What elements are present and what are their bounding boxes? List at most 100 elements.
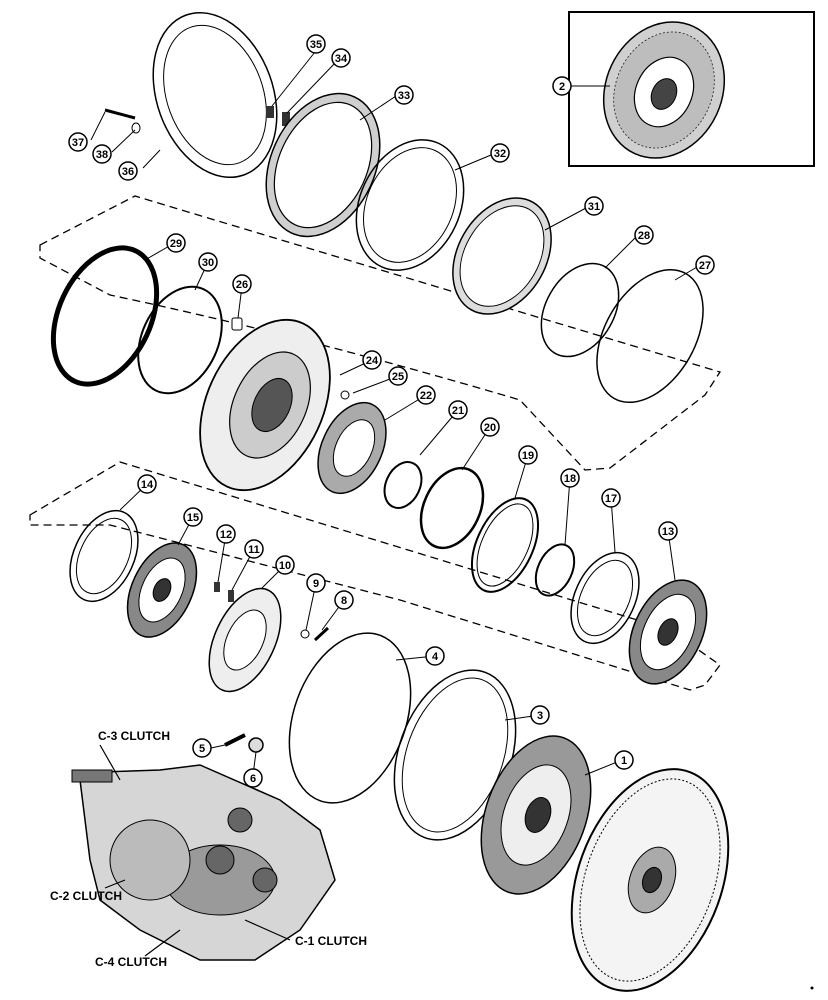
svg-text:10: 10 <box>279 560 291 572</box>
svg-text:3: 3 <box>537 710 543 722</box>
svg-text:20: 20 <box>484 422 496 434</box>
part-21-ring <box>383 461 423 509</box>
callout-8: 8 <box>334 590 354 610</box>
callout-10: 10 <box>275 555 295 575</box>
svg-text:25: 25 <box>392 371 404 383</box>
callout-20: 20 <box>480 417 500 437</box>
svg-text:11: 11 <box>248 544 260 556</box>
svg-text:29: 29 <box>170 238 182 250</box>
callout-35: 35 <box>306 34 326 54</box>
callout-9: 9 <box>306 573 326 593</box>
part-33-friction-plate <box>265 92 381 238</box>
callout-18: 18 <box>560 468 580 488</box>
c1-clutch-label: C-1 CLUTCH <box>295 934 367 948</box>
svg-text:14: 14 <box>141 479 154 491</box>
callout-25: 25 <box>388 366 408 386</box>
svg-text:30: 30 <box>202 257 214 269</box>
part-6-nut <box>248 737 264 753</box>
part-27-ring <box>596 268 704 404</box>
callout-14: 14 <box>137 474 157 494</box>
svg-text:15: 15 <box>187 512 199 524</box>
callout-1: 1 <box>614 750 634 770</box>
svg-text:37: 37 <box>72 137 84 149</box>
svg-text:12: 12 <box>220 529 232 541</box>
part-19-ring <box>470 497 540 593</box>
part-32-separator-plate <box>355 139 465 271</box>
svg-text:5: 5 <box>199 743 205 755</box>
corner-dot <box>810 986 814 990</box>
callout-27: 27 <box>695 255 715 275</box>
callout-11: 11 <box>244 539 264 559</box>
part-14-plate <box>69 509 139 603</box>
part-19-inner <box>476 503 534 587</box>
part-4-plate <box>288 632 412 804</box>
part-31-plate <box>452 197 552 315</box>
part-38-washer <box>131 122 141 134</box>
svg-text:22: 22 <box>420 390 432 402</box>
leader-lines <box>90 51 698 776</box>
callout-38: 38 <box>92 144 112 164</box>
svg-text:17: 17 <box>605 493 617 505</box>
transmission-assembly <box>71 764 336 961</box>
c3-clutch-label: C-3 CLUTCH <box>98 729 170 743</box>
callout-3: 3 <box>530 705 550 725</box>
svg-text:19: 19 <box>522 450 534 462</box>
svg-text:1: 1 <box>621 755 627 767</box>
upper-group-outline <box>39 195 722 471</box>
callout-36: 36 <box>118 161 138 181</box>
part-25-ball <box>340 390 350 400</box>
part-34-spring <box>282 112 290 126</box>
callout-2: 2 <box>552 76 572 96</box>
callout-21: 21 <box>448 400 468 420</box>
part-20-ring <box>419 466 485 550</box>
part-35-spring <box>266 106 274 118</box>
callout-28: 28 <box>634 225 654 245</box>
part-17-separator-plate <box>570 551 640 645</box>
part-13-friction-disc <box>628 579 708 685</box>
svg-text:28: 28 <box>638 230 650 242</box>
svg-text:34: 34 <box>335 53 348 65</box>
part-9-washer <box>300 629 310 639</box>
callout-34: 34 <box>331 48 351 68</box>
part-11-spring <box>228 590 234 602</box>
svg-text:33: 33 <box>398 90 410 102</box>
svg-text:2: 2 <box>559 81 565 93</box>
callout-6: 6 <box>243 768 263 788</box>
callout-29: 29 <box>166 233 186 253</box>
c4-clutch-label: C-4 CLUTCH <box>95 955 167 969</box>
part-28-ring <box>540 262 620 358</box>
part-24-housing <box>199 318 331 492</box>
svg-text:24: 24 <box>366 355 379 367</box>
part-10-plate <box>208 587 282 693</box>
svg-text:32: 32 <box>494 148 506 160</box>
svg-text:21: 21 <box>452 405 464 417</box>
svg-text:31: 31 <box>588 201 600 213</box>
svg-text:8: 8 <box>341 595 347 607</box>
callout-22: 22 <box>416 385 436 405</box>
callout-24: 24 <box>362 350 382 370</box>
svg-text:9: 9 <box>313 578 319 590</box>
svg-text:6: 6 <box>250 773 256 785</box>
callout-33: 33 <box>394 85 414 105</box>
svg-text:18: 18 <box>564 473 576 485</box>
part-30-seal-ring <box>137 285 223 395</box>
callouts: 1 2 3 4 5 6 8 9 10 11 12 13 14 15 17 18 … <box>68 34 715 788</box>
svg-text:4: 4 <box>432 651 439 663</box>
callout-5: 5 <box>192 738 212 758</box>
callout-12: 12 <box>216 524 236 544</box>
part-5-bolt <box>224 733 246 747</box>
callout-4: 4 <box>425 646 445 666</box>
part-12-spring <box>214 582 220 592</box>
svg-text:38: 38 <box>96 149 108 161</box>
flywheel <box>570 768 730 992</box>
part-29-seal-ring <box>50 245 160 387</box>
svg-text:35: 35 <box>310 39 322 51</box>
callout-32: 32 <box>490 143 510 163</box>
svg-text:13: 13 <box>662 526 674 538</box>
callout-17: 17 <box>601 488 621 508</box>
callout-15: 15 <box>183 507 203 527</box>
part-18-ring <box>534 543 576 597</box>
part-37-bolt <box>104 108 136 120</box>
c2-clutch-label: C-2 CLUTCH <box>50 889 122 903</box>
